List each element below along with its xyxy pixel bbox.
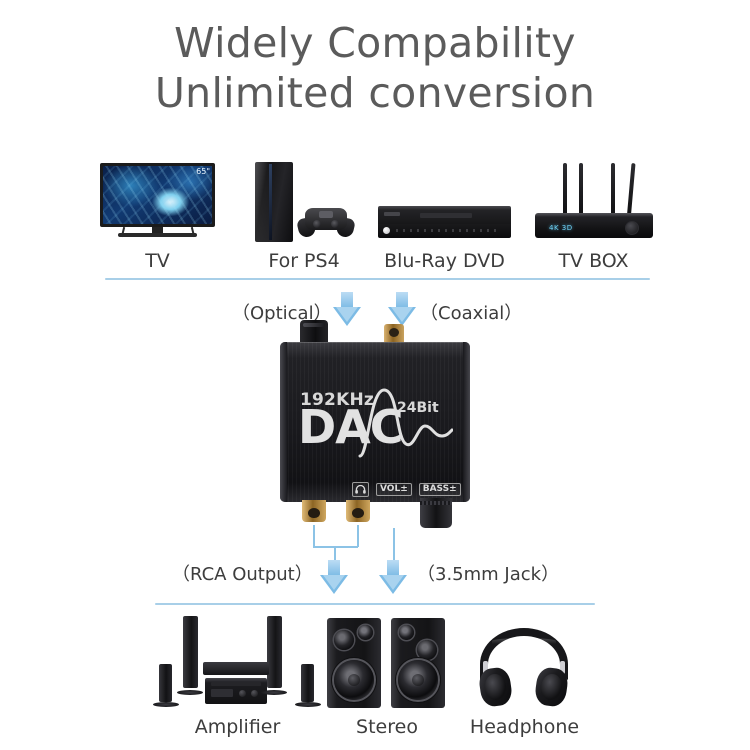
bookshelf-speaker-right: [391, 618, 445, 708]
receiver-display: [211, 689, 233, 697]
controller-stick-right: [331, 220, 339, 228]
dvd-player-icon: [378, 206, 511, 240]
tv-box-icon: 4K 3D: [535, 163, 653, 243]
speaker-woofer-right: [398, 660, 438, 700]
destination-label-stereo: Stereo: [356, 716, 418, 738]
satellite-base-left: [153, 702, 179, 707]
dac-control-badges: VOL± BASS±: [352, 482, 461, 497]
dvd-brand-mark: [384, 212, 400, 216]
antenna-3: [611, 163, 615, 215]
tv-screen: 65": [100, 163, 215, 227]
dvd-disc-tray: [420, 213, 472, 218]
headphone-yoke-right: [560, 661, 565, 674]
ps4-console-body: [255, 162, 293, 242]
connector-rca-left: [313, 525, 315, 547]
tower-speaker-left: [183, 616, 198, 688]
arrow-jack-down: [379, 560, 407, 594]
av-receiver: [205, 678, 267, 704]
waveform-icon: [358, 388, 453, 458]
page-title: Widely Compability Unlimited conversion: [0, 18, 750, 118]
speaker-tweeter-right: [399, 625, 414, 640]
antenna-1: [563, 163, 567, 215]
destination-label-amplifier: Amplifier: [194, 716, 281, 738]
satellite-base-right: [295, 702, 321, 707]
optical-input-port: [300, 320, 328, 344]
dac-chassis: 192KHz 24Bit DAC VOL± BASS±: [280, 342, 470, 502]
rca-output-right: [346, 500, 370, 522]
controller-touchpad: [319, 211, 333, 218]
source-label-ps4: For PS4: [268, 250, 340, 272]
speaker-midrange-left: [334, 630, 354, 650]
tower-base-left: [177, 690, 203, 695]
source-label-tv: TV: [145, 250, 170, 272]
dvd-power-button: [383, 227, 390, 234]
coaxial-input-port: [384, 324, 404, 344]
connector-rca-bridge: [313, 546, 358, 548]
title-line-1: Widely Compability: [174, 19, 576, 67]
destination-label-headphone: Headphone: [469, 716, 580, 738]
connector-rca-stem: [334, 546, 336, 562]
title-line-2: Unlimited conversion: [154, 69, 596, 118]
receiver-disc-slot: [211, 682, 261, 686]
source-label-tvbox: TV BOX: [558, 250, 629, 272]
speakers-icon: [327, 618, 447, 710]
home-theater-icon: [153, 612, 321, 712]
input-label-coaxial: （Coaxial）: [420, 303, 523, 324]
tv-screen-image: [103, 166, 212, 224]
dac-brand-text: DAC: [298, 400, 404, 454]
headphone-icon[interactable]: [352, 482, 369, 497]
tv-stand-foot: [118, 233, 197, 237]
tv-box-power-light: [625, 221, 639, 235]
antenna-4: [627, 163, 636, 216]
tower-speaker-right: [267, 616, 282, 688]
connector-rca-right: [357, 525, 359, 547]
receiver-knob-1: [239, 690, 246, 697]
source-label-bluray: Blu-Ray DVD: [384, 250, 505, 272]
arrow-coaxial-down: [388, 292, 416, 326]
divider-top: [105, 278, 650, 280]
connector-jack-line: [393, 528, 395, 562]
arrow-optical-down: [333, 292, 361, 326]
output-label-rca: （RCA Output）: [172, 564, 313, 585]
ps4-controller: [295, 204, 357, 239]
rca-output-left: [302, 500, 326, 522]
dvd-top-shell: [378, 206, 511, 225]
divider-bottom: [155, 603, 595, 605]
speaker-tweeter-left: [358, 625, 373, 640]
antenna-2: [579, 163, 583, 215]
headphone-headband: [480, 628, 568, 680]
bass-badge[interactable]: BASS±: [418, 482, 461, 497]
chassis-edge-right: [463, 342, 470, 502]
headphone-jack-knob: [420, 498, 452, 528]
satellite-speaker-right: [301, 664, 314, 702]
tower-base-right: [261, 690, 287, 695]
dac-converter-device: 192KHz 24Bit DAC VOL± BASS±: [280, 318, 470, 558]
output-label-jack: （3.5mm Jack）: [417, 564, 560, 585]
headphone-icon: [472, 628, 577, 708]
tv-size-badge: 65": [196, 167, 210, 176]
headphone-yoke-left: [483, 661, 488, 674]
tv-stand-neck: [152, 227, 163, 234]
bookshelf-speaker-left: [327, 618, 381, 708]
arrow-rca-down: [320, 560, 348, 594]
dac-bit-depth-text: 24Bit: [397, 400, 439, 416]
volume-badge[interactable]: VOL±: [376, 482, 412, 497]
game-console-icon: [249, 162, 359, 244]
dvd-panel-controls: [396, 229, 496, 232]
center-channel-speaker: [203, 662, 269, 675]
satellite-speaker-left: [159, 664, 172, 702]
chassis-edge-left: [280, 342, 287, 502]
tv-box-panel-text: 4K 3D: [549, 224, 573, 232]
speaker-woofer-left: [334, 660, 374, 700]
controller-stick-left: [313, 220, 321, 228]
receiver-knob-2: [251, 690, 258, 697]
television-icon: 65": [100, 163, 215, 243]
input-label-optical: （Optical）: [232, 303, 332, 324]
speaker-midrange-right: [417, 640, 437, 660]
dac-sample-rate-text: 192KHz: [300, 390, 374, 410]
